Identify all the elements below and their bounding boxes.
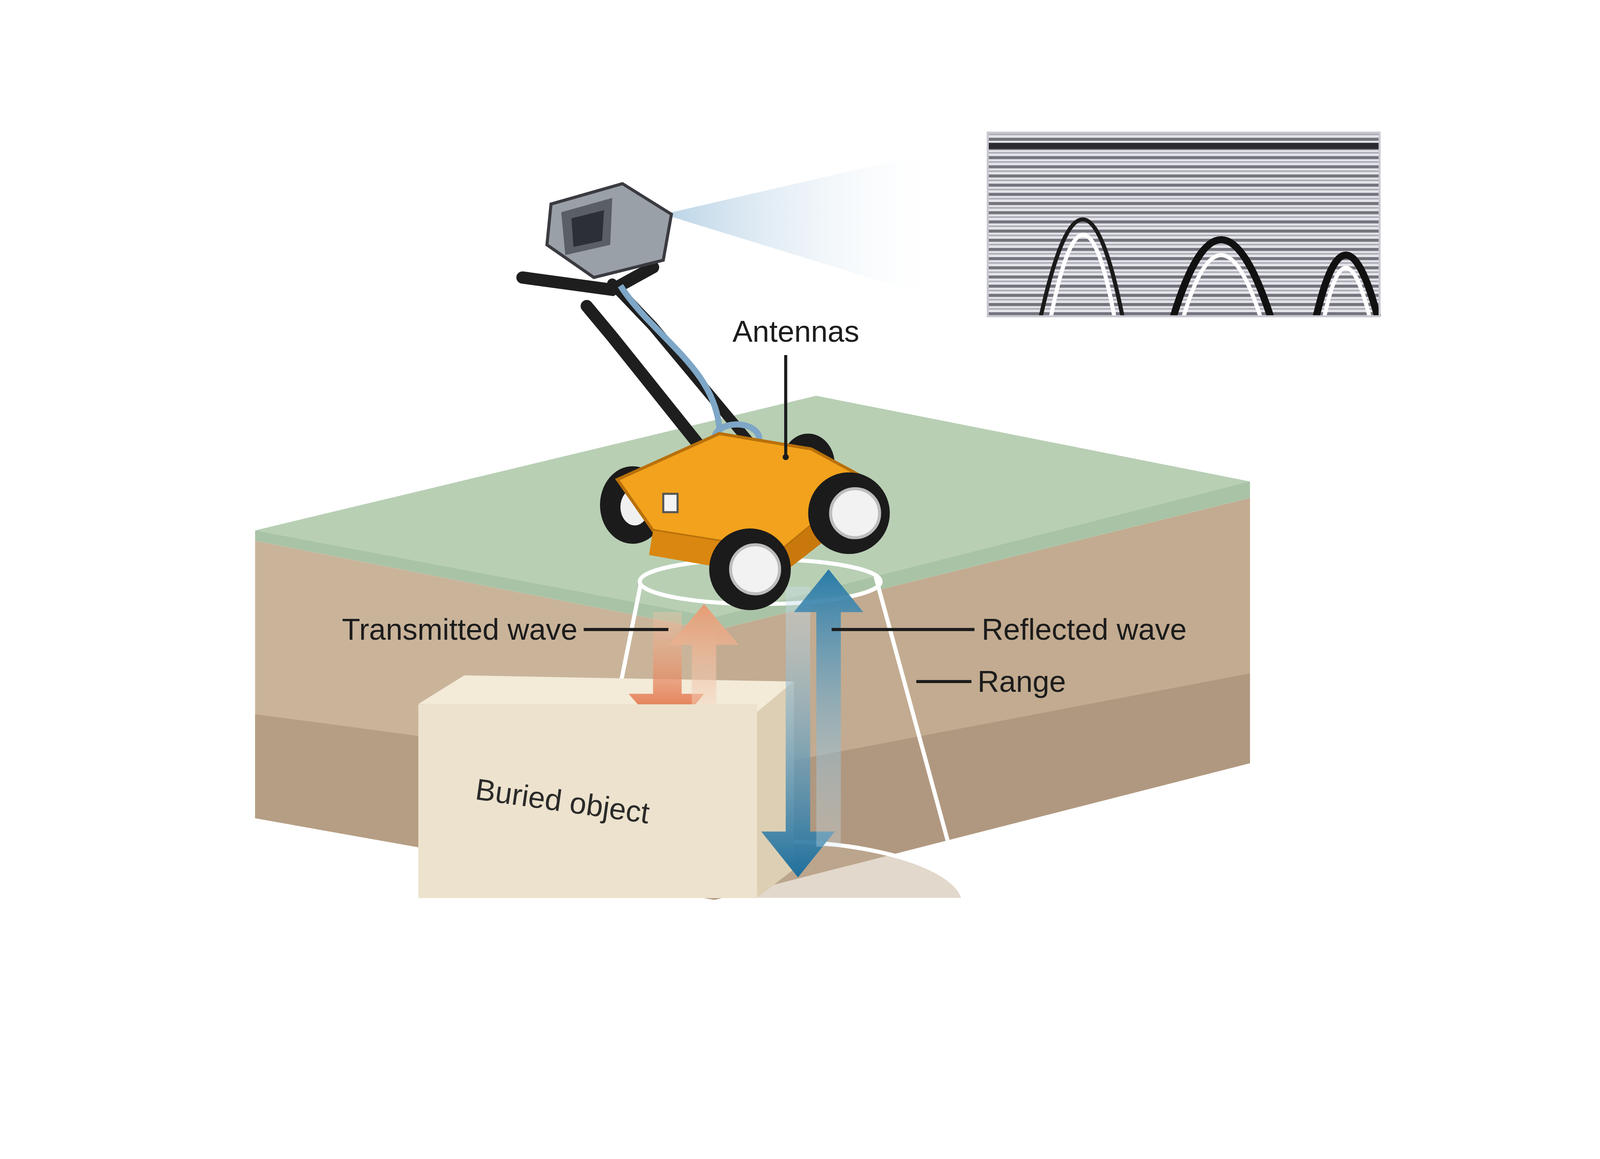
object-label: Buried object bbox=[473, 772, 653, 831]
callout-label: Reflected wave bbox=[981, 612, 1187, 646]
buried-object-box: Buried object bbox=[418, 704, 758, 898]
part-label: Antennas bbox=[732, 315, 860, 348]
callout-label: Transmitted wave bbox=[342, 612, 578, 646]
callout-label: Range bbox=[977, 665, 1066, 698]
